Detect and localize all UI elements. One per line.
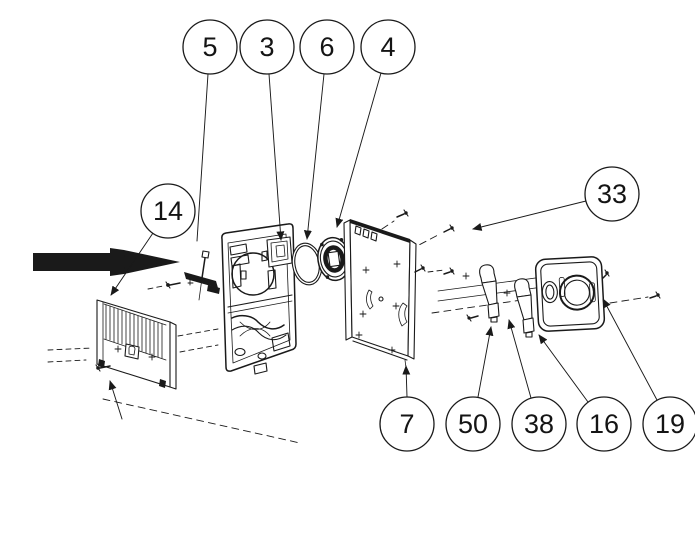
leader-line-grille-screw [108, 380, 123, 420]
callout-7: 7 [379, 396, 435, 452]
leader-line-19 [602, 298, 658, 401]
svg-text:19: 19 [655, 409, 685, 439]
leader-lines [110, 72, 658, 403]
svg-text:50: 50 [458, 409, 488, 439]
leader-line-7 [402, 365, 411, 398]
svg-text:3: 3 [259, 32, 274, 62]
rear-panel-part [343, 219, 417, 369]
svg-text:4: 4 [380, 32, 395, 62]
front-panel-part [221, 223, 297, 375]
leader-line-4 [335, 72, 382, 228]
leader-line-38 [507, 319, 532, 399]
callout-38: 38 [511, 396, 567, 452]
callout-6: 6 [299, 19, 355, 75]
grille-part [96, 299, 177, 390]
screw-icons [396, 209, 661, 322]
callout-33: 33 [584, 166, 640, 222]
leader-line-50 [477, 326, 494, 398]
leader-line-14 [110, 232, 154, 296]
svg-text:6: 6 [319, 32, 334, 62]
grille-screw-icon [95, 364, 111, 372]
leader-line-6 [303, 73, 325, 240]
access-door-part [534, 256, 606, 332]
vent-tube-rear-part [514, 278, 535, 338]
leader-line-5 [196, 73, 209, 242]
vent-tube-front-part [479, 264, 500, 323]
svg-text:7: 7 [399, 409, 414, 439]
leader-line-33 [472, 200, 587, 231]
callout-5: 5 [182, 19, 238, 75]
svg-text:5: 5 [202, 32, 217, 62]
svg-text:14: 14 [153, 196, 183, 226]
svg-text:38: 38 [524, 409, 554, 439]
leader-line-3 [268, 73, 285, 241]
callout-16: 16 [576, 396, 632, 452]
callout-19: 19 [642, 396, 695, 452]
svg-text:33: 33 [597, 179, 627, 209]
svg-text:16: 16 [589, 409, 619, 439]
callout-50: 50 [445, 396, 501, 452]
callout-4: 4 [360, 19, 416, 75]
leader-line-16 [538, 334, 589, 403]
grille-latch [124, 343, 140, 360]
mounting-bracket-part [147, 250, 220, 301]
callout-3: 3 [239, 19, 295, 75]
direction-arrow-icon [33, 248, 180, 276]
grille-louvers [105, 304, 163, 359]
callout-14: 14 [140, 183, 196, 239]
